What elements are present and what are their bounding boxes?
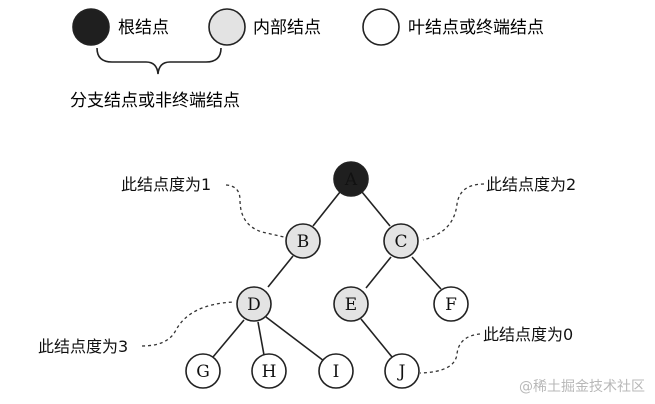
node-i-label: I [333,362,340,382]
annotation-degree-d: 此结点度为3 [38,337,128,356]
legend-brace [96,47,222,75]
edge-c-e [365,256,392,289]
legend-branch-label: 分支结点或非终端结点 [70,91,240,111]
watermark: @稀土掘金技术社区 [519,379,645,395]
node-d [236,286,272,322]
edge-d-h [257,321,265,356]
node-a-label: A [344,170,358,190]
node-a [333,161,369,197]
legend-internal-swatch [208,8,246,46]
node-j [384,353,420,389]
node-c [383,223,419,259]
annotation-leaders [141,183,485,374]
legend-internal-label: 内部结点 [253,18,321,38]
node-f-label: F [445,295,457,315]
edge-a-b [312,191,341,227]
node-labels: A B C D E F G H I J [196,170,457,382]
leader-d [141,301,235,347]
leader-c [422,183,485,241]
leader-j [419,333,481,374]
node-h [251,353,287,389]
node-j-label: J [397,362,406,382]
annotation-degree-j: 此结点度为0 [483,325,573,344]
leader-b [225,184,285,238]
legend-root-label: 根结点 [118,18,169,38]
edge-e-j [360,318,393,358]
node-f [433,286,469,322]
edge-a-c [361,191,391,227]
node-e-label: E [345,295,357,315]
node-h-label: H [262,362,277,382]
tree-edges [212,191,442,362]
edge-c-f [411,256,442,290]
legend: 根结点 内部结点 叶结点或终端结点 分支结点或非终端结点 [70,8,544,111]
edge-d-g [212,319,245,358]
legend-leaf-swatch [362,8,400,46]
node-d-label: D [247,295,261,315]
degree-annotations: 此结点度为1 此结点度为2 此结点度为3 此结点度为0 [38,175,576,356]
tree-nodes [185,161,469,389]
node-b-label: B [297,232,310,252]
annotation-degree-b: 此结点度为1 [121,175,211,194]
node-e [333,286,369,322]
edge-b-d [267,255,294,288]
legend-root-swatch [72,8,110,46]
edge-d-i [265,316,325,362]
node-i [318,353,354,389]
node-g [185,353,221,389]
node-c-label: C [394,232,407,252]
node-b [285,223,321,259]
annotation-degree-c: 此结点度为2 [486,175,576,194]
legend-leaf-label: 叶结点或终端结点 [408,18,544,38]
node-g-label: G [196,362,210,382]
